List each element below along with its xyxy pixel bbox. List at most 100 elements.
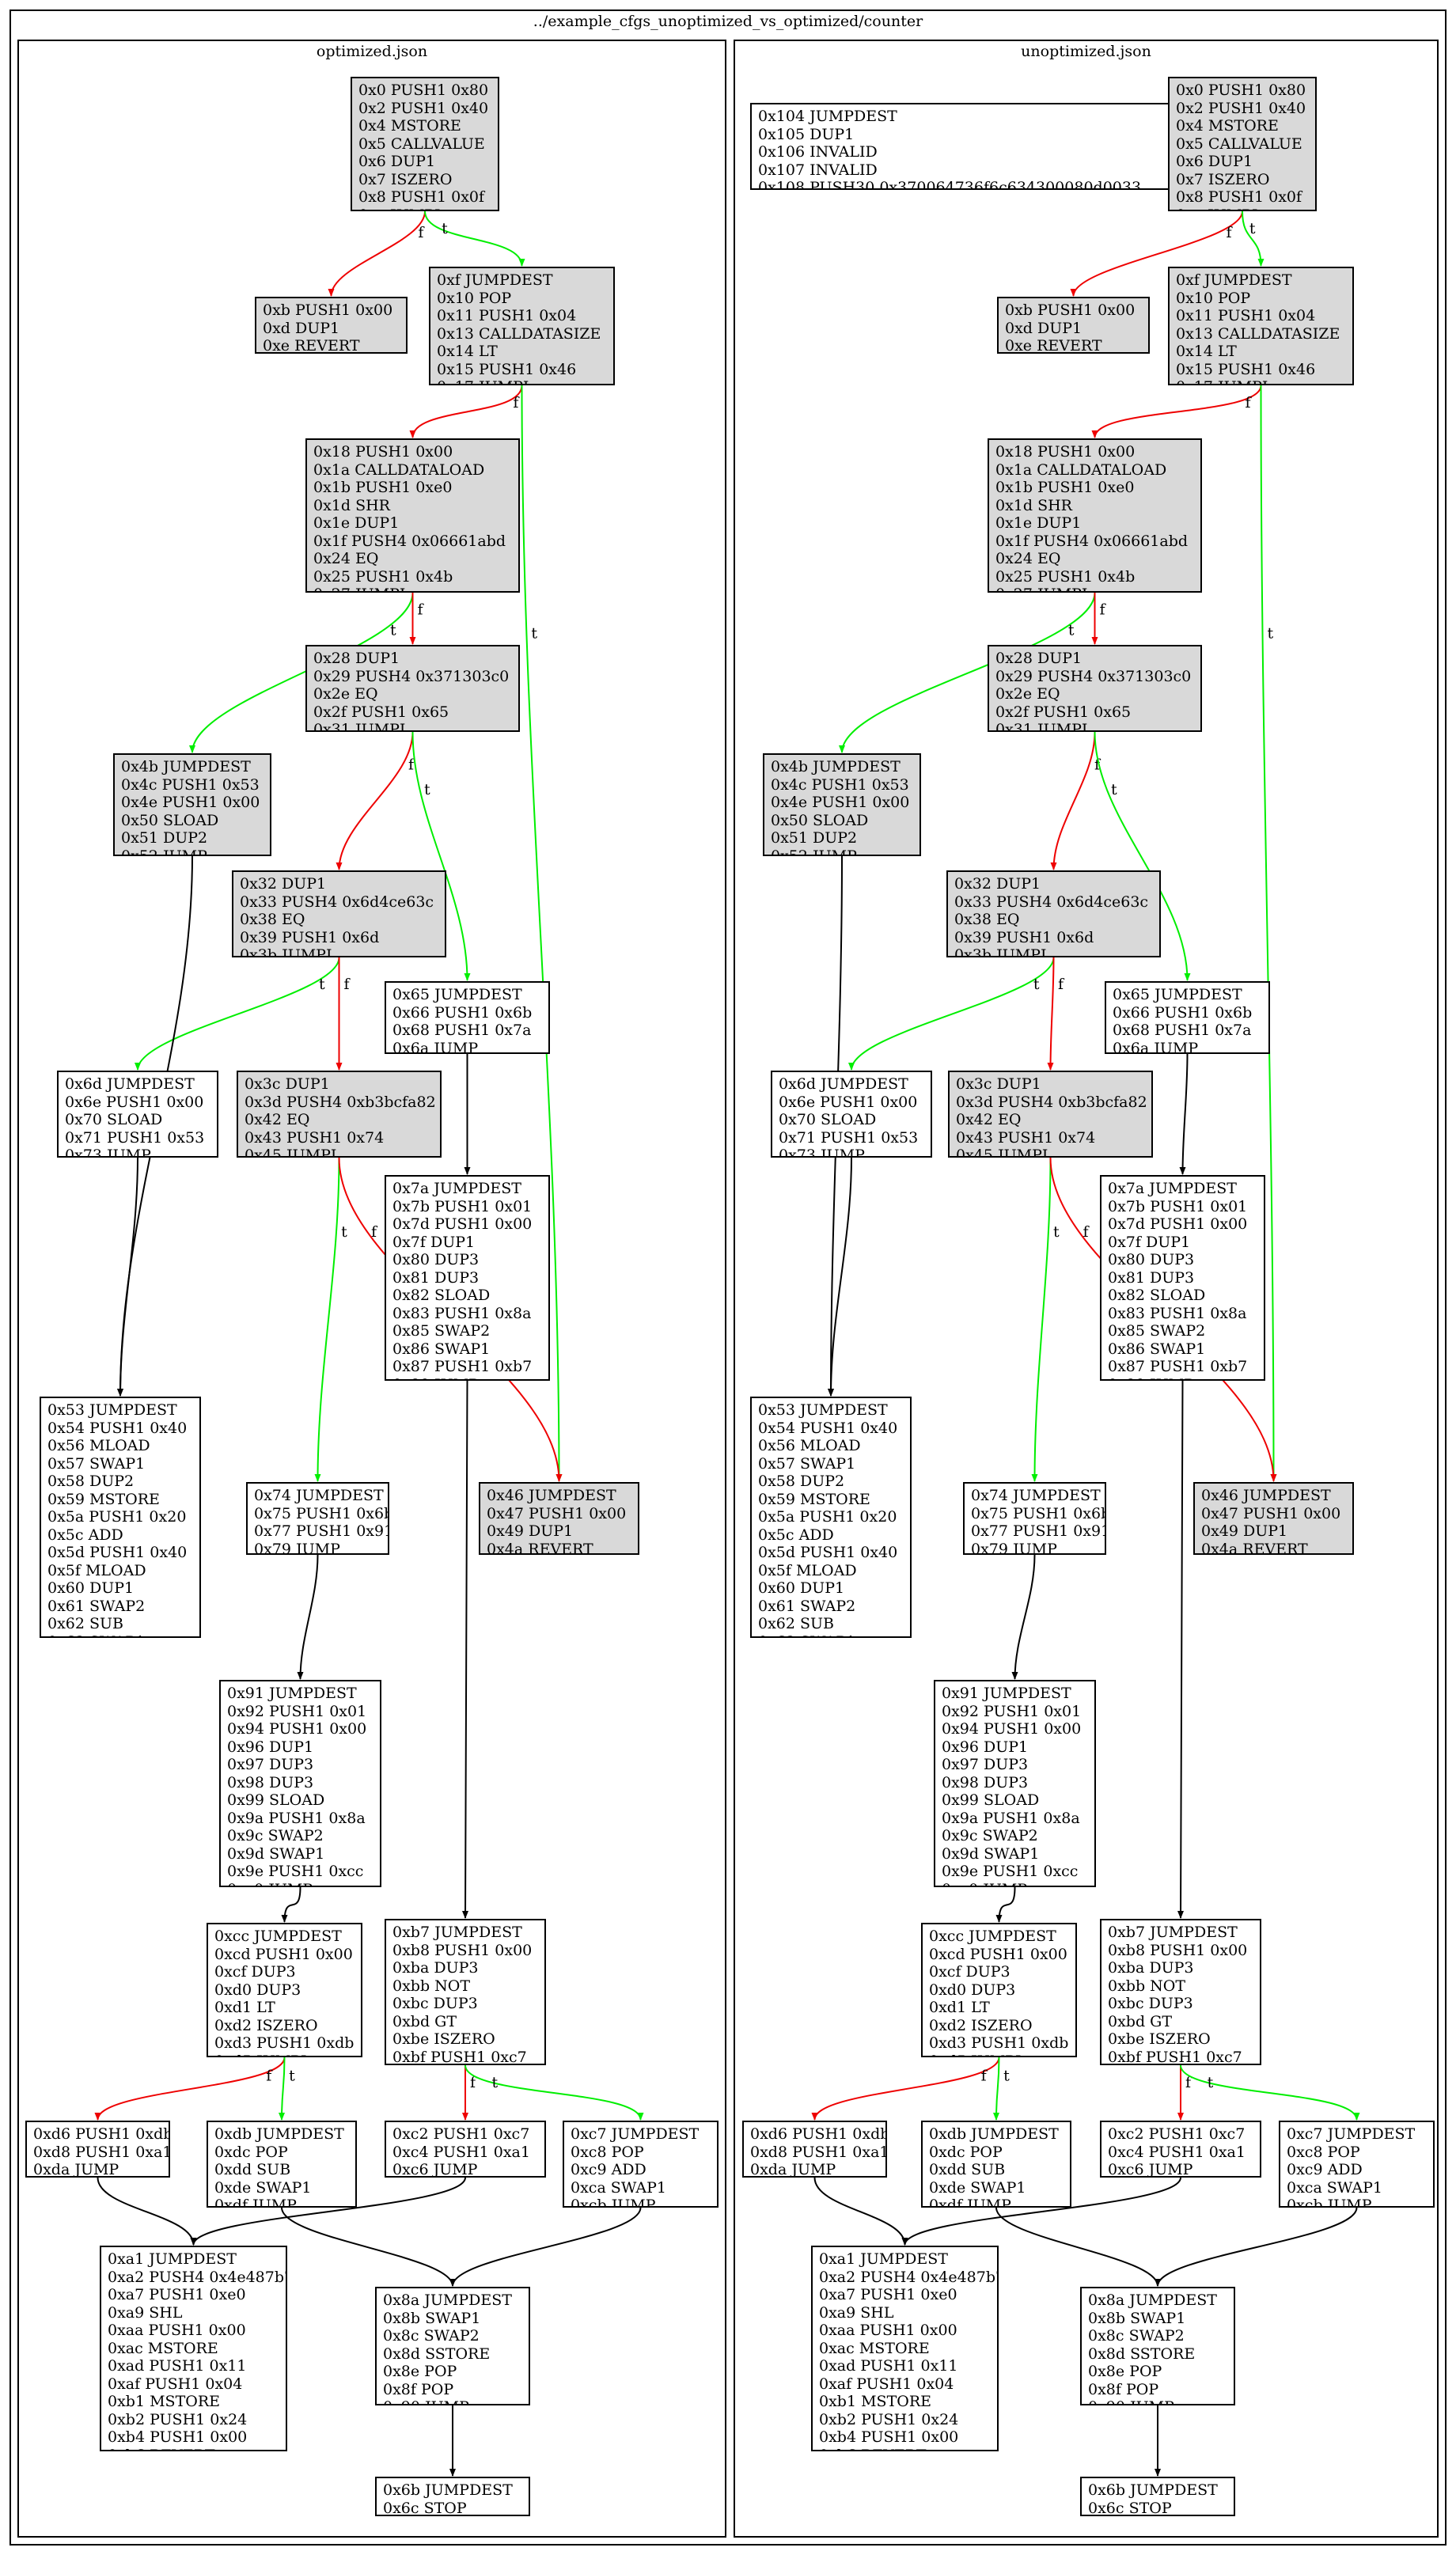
instruction-line: 0x45 JUMPI — [956, 1147, 1048, 1158]
instruction-line: 0xbd GT — [392, 2012, 457, 2030]
instruction-line: 0x1e DUP1 — [995, 514, 1082, 532]
instruction-line: 0xdf JUMP — [929, 2197, 1011, 2208]
instruction-line: 0x6b JUMPDEST — [1088, 2481, 1218, 2499]
instruction-line: 0x8f POP — [1088, 2380, 1159, 2398]
cfg-edge-unoptimized-plain — [1155, 2207, 1358, 2287]
instruction-line: 0x59 MSTORE — [758, 1490, 870, 1508]
instruction-line: 0x106 INVALID — [758, 143, 878, 161]
instruction-line: 0x33 PUSH4 0x6d4ce63c — [954, 893, 1149, 911]
instruction-line: 0xd2 ISZERO — [929, 2016, 1033, 2034]
edge-label-true: t — [1033, 976, 1040, 993]
edge-label-true: t — [442, 220, 448, 237]
cfg-edge-unoptimized-plain — [995, 1886, 1016, 1923]
instruction-line: 0xb8 PUSH1 0x00 — [1108, 1941, 1248, 1959]
instruction-line: 0x107 INVALID — [758, 161, 878, 179]
cfg-edge-optimized-true — [314, 1157, 340, 1482]
instruction-line: 0xac MSTORE — [819, 2339, 930, 2357]
instruction-line: 0xaa PUSH1 0x00 — [108, 2322, 246, 2339]
instruction-line: 0xbf PUSH1 0xc7 — [392, 2048, 527, 2065]
instruction-line: 0x77 PUSH1 0x91 — [971, 1522, 1106, 1540]
edge-label-true: t — [1003, 2067, 1010, 2084]
instruction-line: 0x104 JUMPDEST — [758, 108, 897, 125]
instruction-line: 0x81 DUP3 — [1108, 1268, 1195, 1287]
instruction-line: 0x0 PUSH1 0x80 — [1176, 82, 1306, 99]
instruction-line: 0x8e POP — [1088, 2363, 1162, 2380]
instruction-line: 0x85 SWAP2 — [1108, 1322, 1206, 1340]
instruction-line: 0x86 SWAP1 — [392, 1340, 491, 1358]
instruction-line: 0x24 EQ — [313, 550, 379, 567]
instruction-line: 0xba DUP3 — [1108, 1959, 1194, 1977]
instruction-line: 0xbb NOT — [392, 1977, 471, 1995]
instruction-line: 0xbf PUSH1 0xc7 — [1108, 2048, 1242, 2065]
instruction-line: 0xa1 JUMPDEST — [108, 2250, 237, 2268]
instruction-line: 0x3c DUP1 — [245, 1075, 330, 1093]
instruction-line: 0xa0 JUMP — [227, 1881, 373, 1886]
instruction-line: 0x81 DUP3 — [392, 1268, 480, 1287]
edge-label-false: f — [1100, 601, 1107, 619]
instruction-line: 0x13 CALLDATASIZE — [437, 324, 601, 343]
instruction-line: 0x60 DUP1 — [47, 1579, 135, 1597]
cfg-edge-unoptimized-true — [1180, 2064, 1360, 2121]
instruction-line: 0x9d SWAP1 — [942, 1844, 1040, 1863]
instruction-line: 0x53 JUMPDEST — [47, 1401, 177, 1419]
instruction-line: 0x18 PUSH1 0x00 — [313, 443, 453, 461]
instruction-line: 0xa JUMPI — [358, 207, 491, 210]
instruction-line: 0x5 CALLVALUE — [358, 135, 485, 153]
instruction-line: 0xbe ISZERO — [392, 2030, 495, 2048]
edge-label-true: t — [1111, 781, 1117, 798]
cfg-edge-optimized-true — [424, 210, 525, 267]
instruction-line: 0x54 PUSH1 0x40 — [758, 1419, 898, 1437]
instruction-line: 0xcd PUSH1 0x00 — [929, 1945, 1067, 1963]
cfg-edge-optimized-plain — [281, 1886, 301, 1923]
instruction-line: 0x87 PUSH1 0xb7 — [1108, 1358, 1248, 1375]
instruction-line: 0x31 JUMPI — [313, 721, 406, 732]
instruction-line: 0xad PUSH1 0x11 — [819, 2357, 958, 2375]
instruction-line: 0x7a JUMPDEST — [392, 1180, 521, 1197]
cfg-edge-unoptimized-false — [1047, 957, 1055, 1071]
instruction-line: 0x79 JUMP — [254, 1540, 340, 1555]
instruction-line: 0x7a JUMPDEST — [1108, 1180, 1237, 1197]
instruction-line: 0xd1 LT — [214, 1999, 275, 2016]
edge-label-false: f — [1185, 2074, 1192, 2091]
instruction-line: 0x8c SWAP2 — [383, 2327, 480, 2345]
instruction-line: 0x3d PUSH4 0xb3bcfa82 — [245, 1093, 436, 1111]
edge-label-true: t — [1208, 2074, 1214, 2091]
instruction-line: 0x27 JUMPI — [995, 586, 1194, 591]
cfg-edge-unoptimized-plain — [1177, 1380, 1185, 1919]
instruction-line: 0xc2 PUSH1 0xc7 — [392, 2125, 530, 2143]
instruction-line: 0xbc DUP3 — [1108, 1995, 1193, 2012]
edge-label-false: f — [418, 601, 425, 619]
cfg-edge-unoptimized-true — [1242, 210, 1265, 267]
instruction-line: 0x45 JUMPI — [245, 1147, 337, 1158]
instruction-line: 0x89 JUMP — [1108, 1376, 1257, 1380]
instruction-line: 0x3b JUMPI — [240, 946, 332, 957]
instruction-line: 0x105 DUP1 — [758, 125, 855, 143]
instruction-line: 0xb8 PUSH1 0x00 — [392, 1941, 533, 1959]
edge-label-false: f — [408, 756, 415, 773]
instruction-line: 0xc9 ADD — [571, 2161, 646, 2178]
instruction-line: 0xca SWAP1 — [571, 2178, 667, 2197]
instruction-line: 0xdd SUB — [214, 2161, 291, 2178]
instruction-line: 0xb PUSH1 0x00 — [1005, 301, 1136, 319]
instruction-line: 0x83 PUSH1 0x8a — [1108, 1304, 1247, 1322]
instruction-line: 0xb4 PUSH1 0x00 — [819, 2428, 959, 2446]
cfg-edge-unoptimized-true — [993, 2057, 1000, 2121]
instruction-line: 0x77 PUSH1 0x91 — [254, 1522, 389, 1540]
edge-label-true: t — [1267, 625, 1273, 643]
instruction-line: 0x18 PUSH1 0x00 — [995, 443, 1136, 461]
cfg-edge-optimized-true — [464, 2064, 644, 2121]
instruction-line: 0x6e PUSH1 0x00 — [779, 1093, 918, 1111]
cfg-edge-optimized-plain — [117, 1157, 138, 1397]
